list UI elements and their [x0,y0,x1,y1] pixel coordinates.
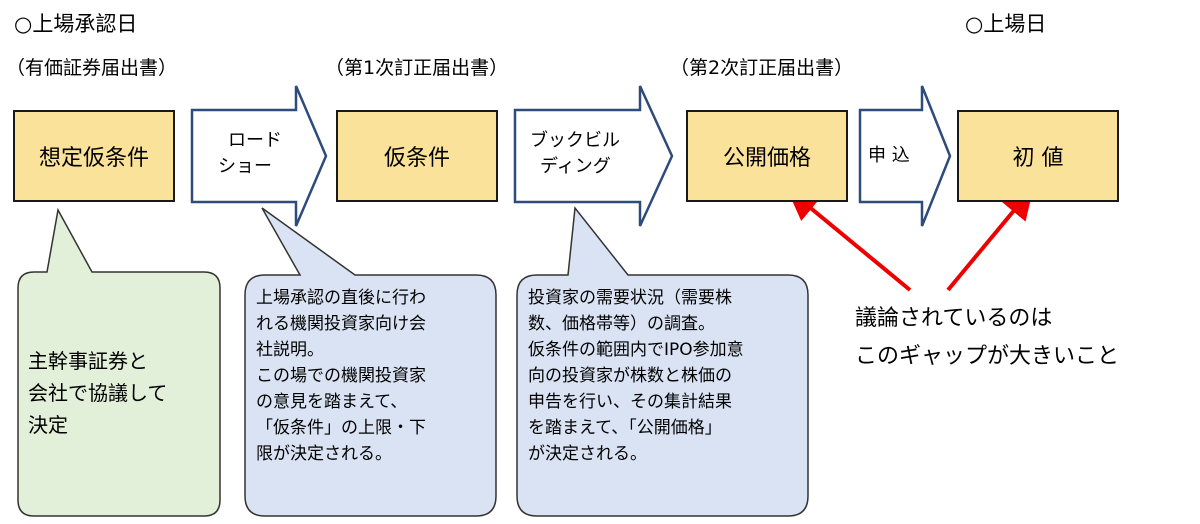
first-amendment-label: （第1次訂正届出書） [325,57,509,79]
assumed-tentative-terms-box: 想定仮条件 [13,110,175,202]
application-arrow-shape [858,85,952,227]
underwriter-bubble-text: 主幹事証券と 会社で協議して 決定 [28,349,168,437]
underwriter-bubble-shape [17,207,221,517]
roadshow-arrow-shape [190,85,328,227]
roadshow-label-line1: ロード [228,130,282,151]
gap-note: 議論されているのは このギャップが大きいこと [855,306,1120,369]
application-label: 申 込 [868,145,910,166]
bookbuilding-label-line2: ディング [540,156,611,177]
bookbuilding-bubble-text: 投資家の需要状況（需要株 数、価格帯等）の調査。 仮条件の範囲内でIPO参加意 … [528,288,744,464]
offering-price-text: 公開価格 [722,146,811,171]
tentative-terms-text: 仮条件 [383,146,450,171]
second-amendment-label: （第2次訂正届出書） [670,57,854,79]
tentative-terms-box: 仮条件 [336,110,498,202]
offering-price-box: 公開価格 [686,110,848,202]
bookbuilding-label: ブックビル ディング [530,128,620,180]
roadshow-label-line2: ショー [218,156,272,177]
gap-arrow-to-offering [786,188,912,292]
first-price-text: 初 値 [1012,146,1064,171]
roadshow-bubble-text: 上場承認の直後に行わ れる機関投資家向け会 社説明。 この場での機関投資家 の意… [256,288,426,464]
listing-date-label: ○上場日 [965,12,1047,36]
bookbuilding-label-line1: ブックビル [530,130,620,151]
approval-date-label: ○上場承認日 [14,12,138,36]
bookbuilding-bubble-shape [516,206,809,517]
roadshow-bubble-shape [244,207,497,517]
registration-statement-label: （有価証券届出書） [6,57,178,79]
first-price-box: 初 値 [957,110,1119,202]
gap-arrow-to-first [946,186,1034,292]
bookbuilding-arrow-shape [513,85,674,227]
assumed-tentative-terms-text: 想定仮条件 [38,146,149,171]
roadshow-label: ロード ショー [218,128,282,180]
